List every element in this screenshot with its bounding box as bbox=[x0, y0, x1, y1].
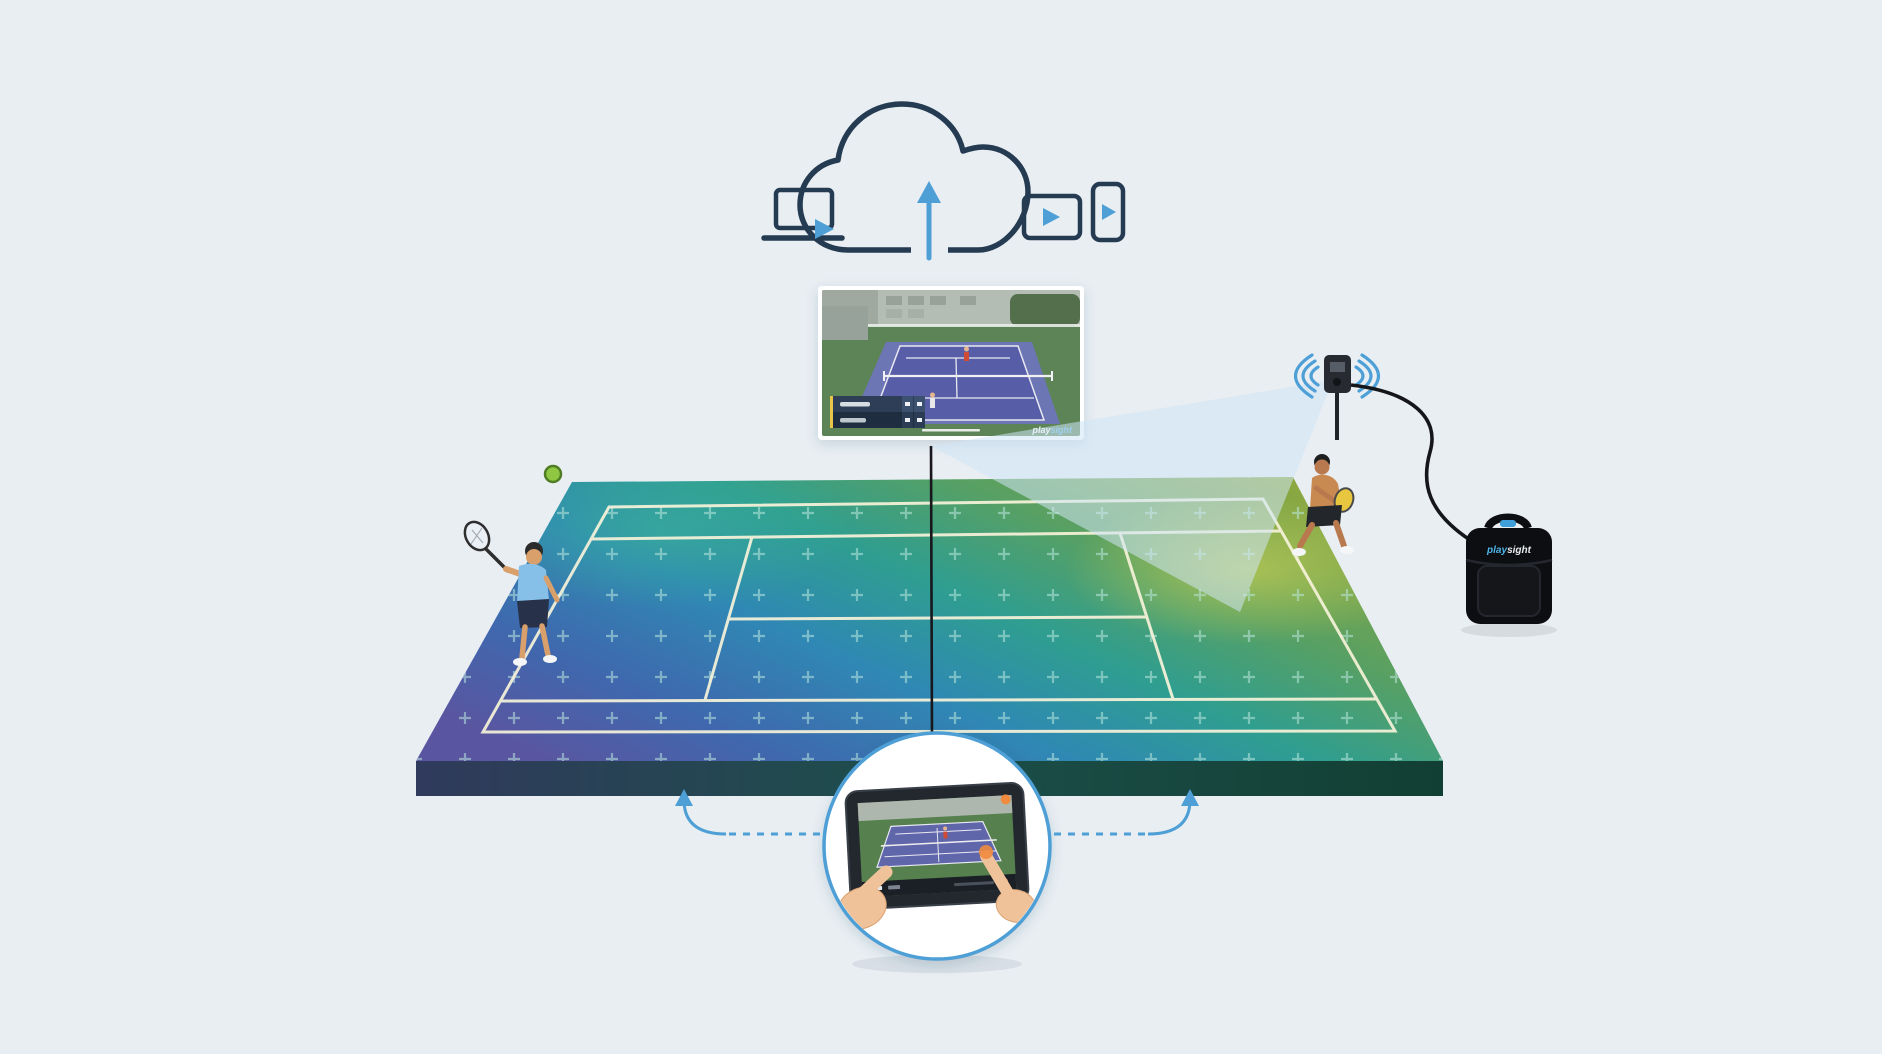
bag-handle bbox=[1484, 513, 1532, 530]
player-right-shorts bbox=[1306, 505, 1342, 527]
preview-player-far bbox=[930, 392, 935, 408]
player-right-head bbox=[1314, 459, 1330, 475]
tablet-play-icon bbox=[1021, 193, 1083, 241]
player-left bbox=[463, 520, 560, 666]
preview-progress-bar bbox=[922, 429, 980, 432]
preview-stands bbox=[822, 306, 868, 340]
smart-camera-group bbox=[1294, 353, 1471, 542]
laptop-play-icon bbox=[761, 187, 845, 241]
player-right bbox=[1292, 454, 1355, 556]
camera-cable bbox=[1350, 383, 1471, 542]
record-indicator bbox=[1000, 794, 1011, 805]
arrow-right-icon bbox=[1054, 789, 1199, 836]
phone-play-icon bbox=[1090, 181, 1126, 243]
preview-trees bbox=[1010, 294, 1080, 326]
left-thumb bbox=[849, 865, 893, 907]
bag-handle-accent bbox=[1500, 520, 1516, 527]
arrow-left-icon bbox=[675, 789, 820, 836]
battery-bag: playsight bbox=[1461, 513, 1557, 637]
touch-indicator bbox=[979, 845, 993, 859]
tablet-device bbox=[844, 782, 1030, 910]
tennis-ball bbox=[543, 464, 563, 484]
player-left-shirt bbox=[517, 563, 549, 602]
court-surface-tints bbox=[416, 477, 1443, 761]
upload-arrow-icon bbox=[917, 181, 941, 261]
preview-scoreboard bbox=[830, 396, 925, 428]
bag-logo: playsight bbox=[1486, 545, 1532, 556]
cloud-upload-icon bbox=[797, 101, 1031, 253]
cloud-devices-group bbox=[761, 101, 1126, 261]
net-line bbox=[929, 445, 934, 742]
player-left-shorts bbox=[517, 599, 549, 628]
tablet-screen bbox=[857, 794, 1017, 897]
live-stream-preview: playsight bbox=[818, 286, 1084, 440]
player-left-head bbox=[526, 549, 542, 565]
wifi-waves-icon bbox=[1294, 353, 1380, 399]
right-index-finger bbox=[980, 850, 1018, 906]
camera-pole bbox=[1335, 392, 1339, 440]
preview-content: playsight bbox=[822, 290, 1080, 436]
bag-pocket bbox=[1477, 565, 1541, 617]
camera-view-cone bbox=[931, 380, 1333, 612]
camera-icon bbox=[1324, 355, 1351, 393]
preview-player-near bbox=[964, 346, 969, 361]
tablet-control-bar bbox=[861, 873, 1017, 897]
